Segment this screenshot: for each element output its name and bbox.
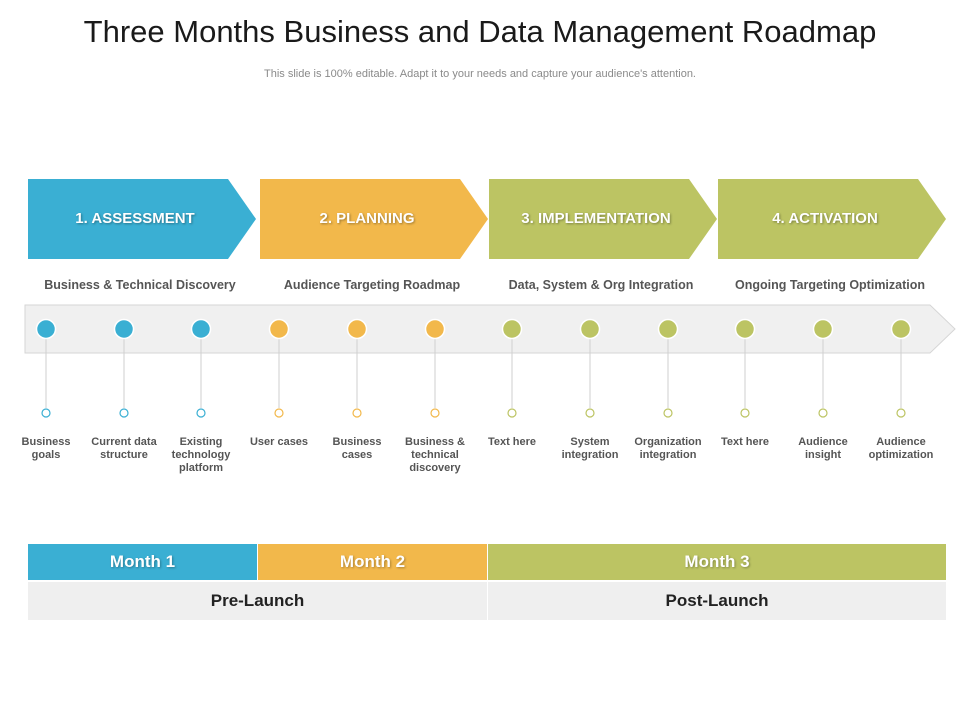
milestone-dot: [657, 318, 679, 340]
stage-arrows: [28, 179, 946, 259]
stage-arrow-4: [718, 179, 946, 259]
month-2-cell: Month 2: [258, 544, 487, 580]
stage-label-1: 1. ASSESSMENT: [75, 210, 195, 227]
milestone-end-dot: [430, 408, 440, 418]
stage-arrow-3: [489, 179, 717, 259]
milestone-end-dot: [585, 408, 595, 418]
stage-arrow-2: [260, 179, 488, 259]
milestone-dot: [734, 318, 756, 340]
stage-subtitle-2: Audience Targeting Roadmap: [283, 278, 461, 292]
milestone-end-dot: [41, 408, 51, 418]
milestone-dot: [424, 318, 446, 340]
stage-arrow-1: [28, 179, 256, 259]
milestone-end-dot: [818, 408, 828, 418]
milestone-label: User cases: [249, 436, 309, 448]
milestone-dot: [890, 318, 912, 340]
milestone-end-dot: [119, 408, 129, 418]
milestone-label: Business & technical discovery: [405, 436, 465, 474]
milestone-label: Text here: [720, 436, 770, 448]
stage-subtitle-1: Business & Technical Discovery: [44, 278, 236, 292]
page-subtitle: This slide is 100% editable. Adapt it to…: [264, 68, 696, 80]
milestone-end-dot: [507, 408, 517, 418]
stage-subtitle-3: Data, System & Org Integration: [508, 278, 694, 292]
stage-label-4: 4. ACTIVATION: [772, 210, 878, 227]
milestone-end-dot: [740, 408, 750, 418]
milestone-label: Organization integration: [634, 436, 702, 461]
milestone-dot: [812, 318, 834, 340]
milestone-label: Business cases: [332, 436, 382, 461]
month-1-cell: Month 1: [28, 544, 257, 580]
milestone-dot: [501, 318, 523, 340]
milestone-end-dot: [663, 408, 673, 418]
milestone-end-dot: [274, 408, 284, 418]
milestone-end-dot: [352, 408, 362, 418]
milestone-label: Existing technology platform: [171, 436, 231, 474]
page-title: Three Months Business and Data Managemen…: [83, 14, 877, 49]
milestone-label: Text here: [487, 436, 537, 448]
milestone-dot: [113, 318, 135, 340]
milestone-label: System integration: [561, 436, 619, 461]
pre-launch-cell: Pre-Launch: [28, 582, 487, 620]
milestone-end-dot: [896, 408, 906, 418]
stage-label-3: 3. IMPLEMENTATION: [521, 210, 671, 227]
timeline-track: [24, 304, 956, 354]
stage-subtitle-4: Ongoing Targeting Optimization: [734, 278, 926, 292]
month-3-cell: Month 3: [488, 544, 946, 580]
milestone-dot: [268, 318, 290, 340]
milestone-dot: [35, 318, 57, 340]
milestone-dot: [579, 318, 601, 340]
milestone-end-dot: [196, 408, 206, 418]
milestone-marks: [35, 318, 912, 418]
milestone-label: Audience insight: [798, 436, 848, 461]
milestone-label: Audience optimization: [868, 436, 934, 461]
milestone-dot: [346, 318, 368, 340]
milestone-dot: [190, 318, 212, 340]
milestone-label: Current data structure: [91, 436, 157, 461]
stage-label-2: 2. PLANNING: [319, 210, 415, 227]
post-launch-cell: Post-Launch: [488, 582, 946, 620]
milestone-label: Business goals: [21, 436, 71, 461]
